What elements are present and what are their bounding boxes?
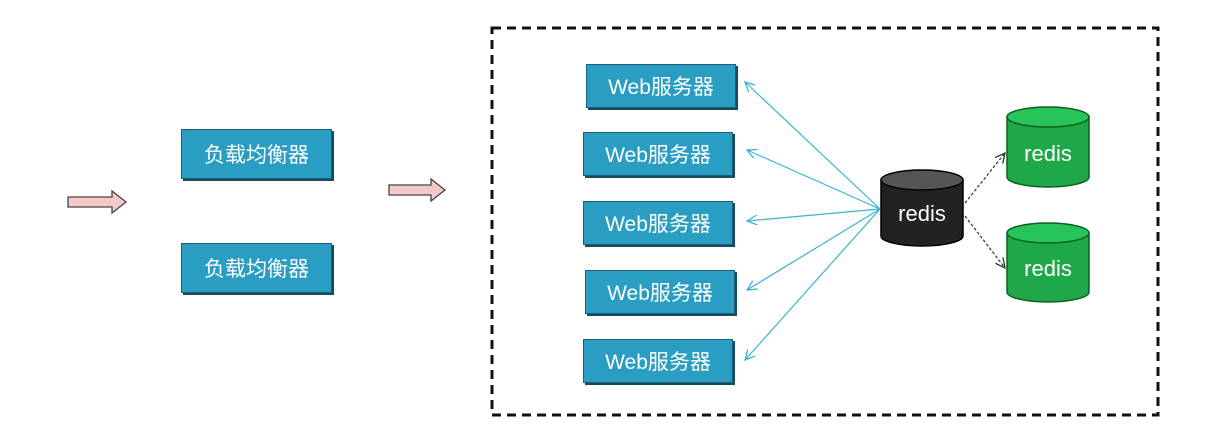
redis-slave-cylinder-1	[1006, 106, 1090, 188]
redis-slave-1-label: redis	[1024, 141, 1072, 166]
connector-redis-web-4	[747, 208, 881, 290]
redis-master-label: redis	[898, 201, 946, 226]
web-server-5: Web服务器	[583, 339, 733, 383]
web-server-2: Web服务器	[583, 132, 733, 176]
redis-slave-cylinder-2	[1006, 222, 1090, 303]
connector-redis-slave-2	[964, 215, 1005, 268]
load-balancer-1: 负载均衡器	[181, 129, 332, 179]
redis-slave-2-label: redis	[1024, 256, 1072, 281]
web-server-4: Web服务器	[585, 270, 735, 314]
connector-redis-web-5	[745, 208, 881, 360]
connector-redis-web-1	[745, 82, 881, 210]
connector-redis-slave-1	[964, 153, 1005, 204]
connector-redis-web-3	[747, 208, 881, 221]
connector-redis-web-2	[747, 150, 881, 210]
cluster-boundary	[490, 26, 1160, 417]
load-balancer-2: 负载均衡器	[181, 243, 332, 293]
flow-arrow-client	[67, 189, 128, 215]
web-server-1: Web服务器	[586, 64, 736, 108]
redis-master-cylinder	[880, 169, 964, 247]
flow-arrow-cluster	[388, 177, 447, 203]
web-server-3: Web服务器	[583, 201, 733, 245]
